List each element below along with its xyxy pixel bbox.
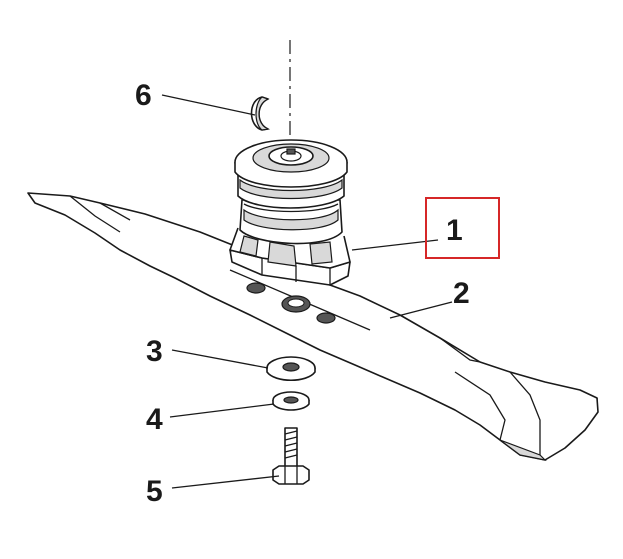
leader-line-6 (161, 94, 256, 116)
callout-number-6: 6 (135, 79, 152, 112)
blade-center-hole-inner (287, 298, 305, 308)
blade-hole-left (246, 282, 266, 294)
leader-line-2 (389, 301, 453, 319)
washer-large (266, 356, 316, 382)
callout-number-1: 1 (446, 214, 463, 247)
leader-line-4 (169, 403, 275, 418)
mower-blade (27, 192, 599, 461)
callout-number-4: 4 (146, 403, 163, 436)
leader-line-5 (171, 475, 280, 489)
callout-number-5: 5 (146, 475, 163, 508)
blade-hole-right (316, 312, 336, 324)
callout-number-3: 3 (146, 335, 163, 368)
leader-line-3 (171, 349, 269, 369)
blade-adapter-hub (229, 139, 351, 286)
hex-bolt (272, 427, 310, 485)
washer-small (272, 391, 310, 411)
leader-line-1 (351, 239, 439, 251)
callout-number-2: 2 (453, 277, 470, 310)
highlight-box-part-1 (425, 197, 500, 259)
woodruff-key (250, 96, 271, 131)
